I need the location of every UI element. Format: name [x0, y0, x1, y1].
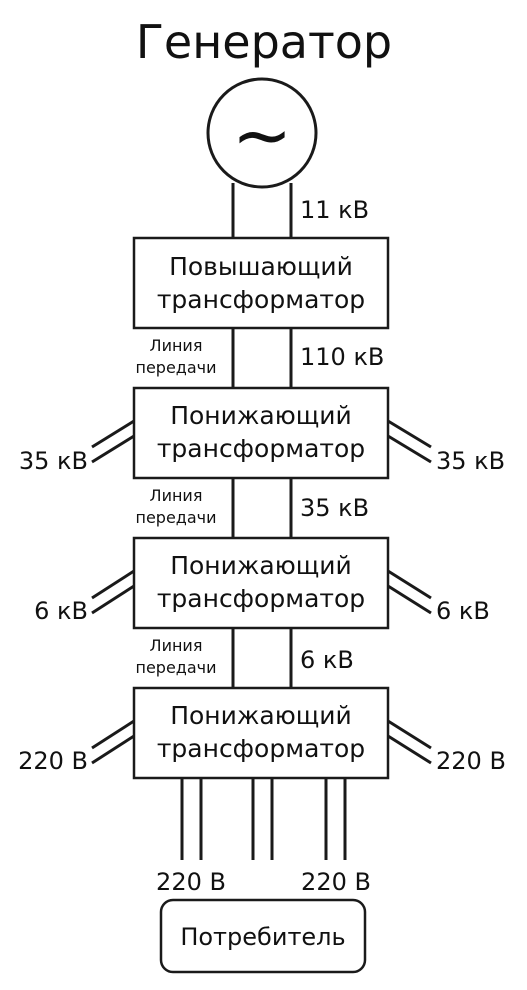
step-down-transformer-3: Понижающий трансформатор	[132, 686, 390, 780]
line-label-1-line1: Линия	[150, 336, 203, 355]
consumer-box: Потребитель	[159, 898, 367, 974]
ac-symbol: ~	[232, 93, 292, 177]
line-label-1-line2: передачи	[135, 358, 216, 377]
stage1-label-line2: трансформатор	[157, 434, 365, 463]
stage1-left-output-voltage: 35 кВ	[19, 447, 88, 475]
transmission-line-2	[231, 478, 293, 538]
generator-voltage-label: 11 кВ	[300, 196, 369, 224]
stage3-right-output-voltage: 220 В	[436, 747, 506, 775]
stage1-right-output-voltage: 35 кВ	[436, 447, 505, 475]
step-up-transformer: Повышающий трансформатор	[132, 236, 390, 330]
step-up-label-line2: трансформатор	[157, 285, 365, 314]
stage3-label-line2: трансформатор	[157, 734, 365, 763]
stage1-label-line1: Понижающий	[170, 401, 352, 430]
step-down-transformer-2: Понижающий трансформатор	[132, 536, 390, 630]
stage2-side-outputs	[91, 569, 432, 615]
transmission-line-1	[231, 328, 293, 388]
consumer-feed-lines	[180, 778, 347, 860]
stage2-label-line2: трансформатор	[157, 584, 365, 613]
stage3-side-outputs	[91, 719, 432, 765]
stage2-label-line1: Понижающий	[170, 551, 352, 580]
stage1-side-outputs	[91, 419, 432, 464]
generator-symbol: ~	[206, 77, 318, 189]
stage3-label-line1: Понижающий	[170, 701, 352, 730]
step-down-transformer-1: Понижающий трансформатор	[132, 386, 390, 480]
stage3-input-voltage: 6 кВ	[300, 646, 354, 674]
stage2-right-output-voltage: 6 кВ	[436, 597, 490, 625]
stage2-left-output-voltage: 6 кВ	[34, 597, 88, 625]
stage1-input-voltage: 110 кВ	[300, 343, 384, 371]
consumer-label: Потребитель	[180, 923, 345, 951]
generator-leads	[231, 183, 293, 238]
diagram-title: Генератор	[136, 15, 392, 69]
stage2-input-voltage: 35 кВ	[300, 494, 369, 522]
consumer-left-voltage: 220 В	[156, 868, 226, 896]
line-label-3-line1: Линия	[150, 636, 203, 655]
line-label-3-line2: передачи	[135, 658, 216, 677]
consumer-right-voltage: 220 В	[301, 868, 371, 896]
stage3-left-output-voltage: 220 В	[18, 747, 88, 775]
step-up-label-line1: Повышающий	[169, 252, 353, 281]
line-label-2-line1: Линия	[150, 486, 203, 505]
transmission-line-3	[231, 628, 293, 688]
line-label-2-line2: передачи	[135, 508, 216, 527]
